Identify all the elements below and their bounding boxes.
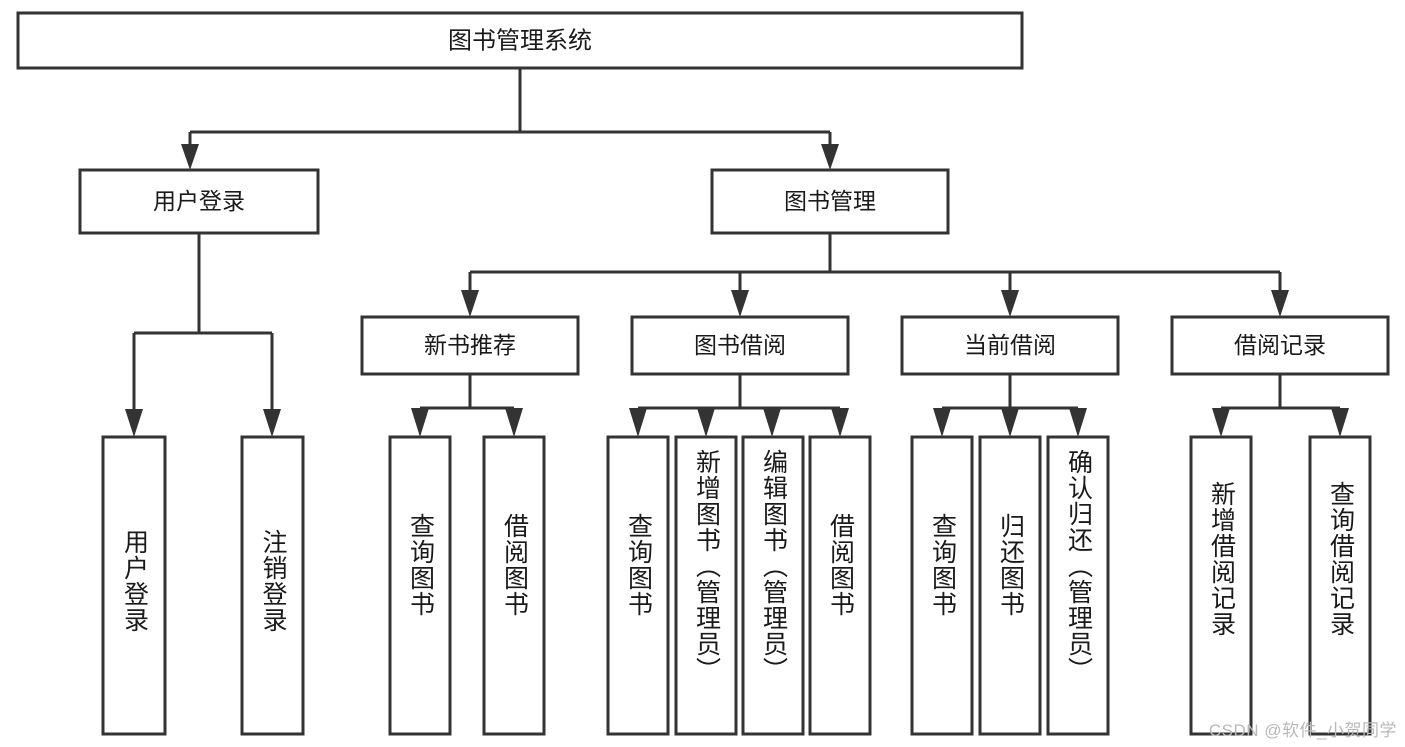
leaf-box-logout-login bbox=[240, 435, 305, 736]
node-current-borrow[interactable]: 当前借阅 bbox=[900, 315, 1120, 376]
leaf-box-add-book bbox=[674, 435, 738, 736]
watermark-text: CSDN @软件_小贺同学 bbox=[1208, 721, 1397, 740]
leaf-box-query-book-1 bbox=[388, 435, 452, 736]
node-borrow-record[interactable]: 借阅记录 bbox=[1170, 315, 1390, 376]
node-user-login-label: 用户登录 bbox=[153, 188, 245, 214]
node-borrow-record-label: 借阅记录 bbox=[1234, 332, 1326, 358]
node-book-borrow[interactable]: 图书借阅 bbox=[630, 315, 850, 376]
leaf-box-add-record bbox=[1189, 435, 1253, 736]
connector-borrowrecord-to-leaves bbox=[1212, 374, 1349, 437]
connector-bookmanage-to-level3 bbox=[461, 233, 1289, 317]
leaf-box-query-book-3 bbox=[910, 435, 974, 736]
node-book-manage-label: 图书管理 bbox=[784, 188, 876, 214]
node-root-label: 图书管理系统 bbox=[448, 27, 592, 54]
leaf-box-confirm-return bbox=[1046, 435, 1110, 736]
leaf-box-borrow-book-1 bbox=[482, 435, 546, 736]
connector-currentborrow-to-leaves bbox=[933, 374, 1087, 437]
connector-userlogin-to-leaves bbox=[125, 233, 281, 437]
node-new-book-recommend-label: 新书推荐 bbox=[424, 332, 516, 358]
leaf-box-query-record bbox=[1308, 435, 1372, 736]
connector-bookborrow-to-leaves bbox=[629, 374, 849, 437]
node-book-borrow-label: 图书借阅 bbox=[694, 332, 786, 358]
node-new-book-recommend[interactable]: 新书推荐 bbox=[360, 315, 580, 376]
leaf-box-borrow-book-2 bbox=[808, 435, 872, 736]
leaf-box-edit-book bbox=[741, 435, 805, 736]
node-current-borrow-label: 当前借阅 bbox=[964, 332, 1056, 358]
node-book-manage[interactable]: 图书管理 bbox=[710, 168, 950, 235]
connector-root-to-level2 bbox=[181, 68, 839, 170]
leaf-box-user-login bbox=[101, 435, 167, 736]
leaf-box-return-book bbox=[978, 435, 1042, 736]
node-user-login[interactable]: 用户登录 bbox=[78, 168, 320, 235]
node-root[interactable]: 图书管理系统 bbox=[16, 11, 1024, 70]
connector-newbook-to-leaves bbox=[411, 374, 523, 437]
leaf-box-query-book-2 bbox=[606, 435, 670, 736]
